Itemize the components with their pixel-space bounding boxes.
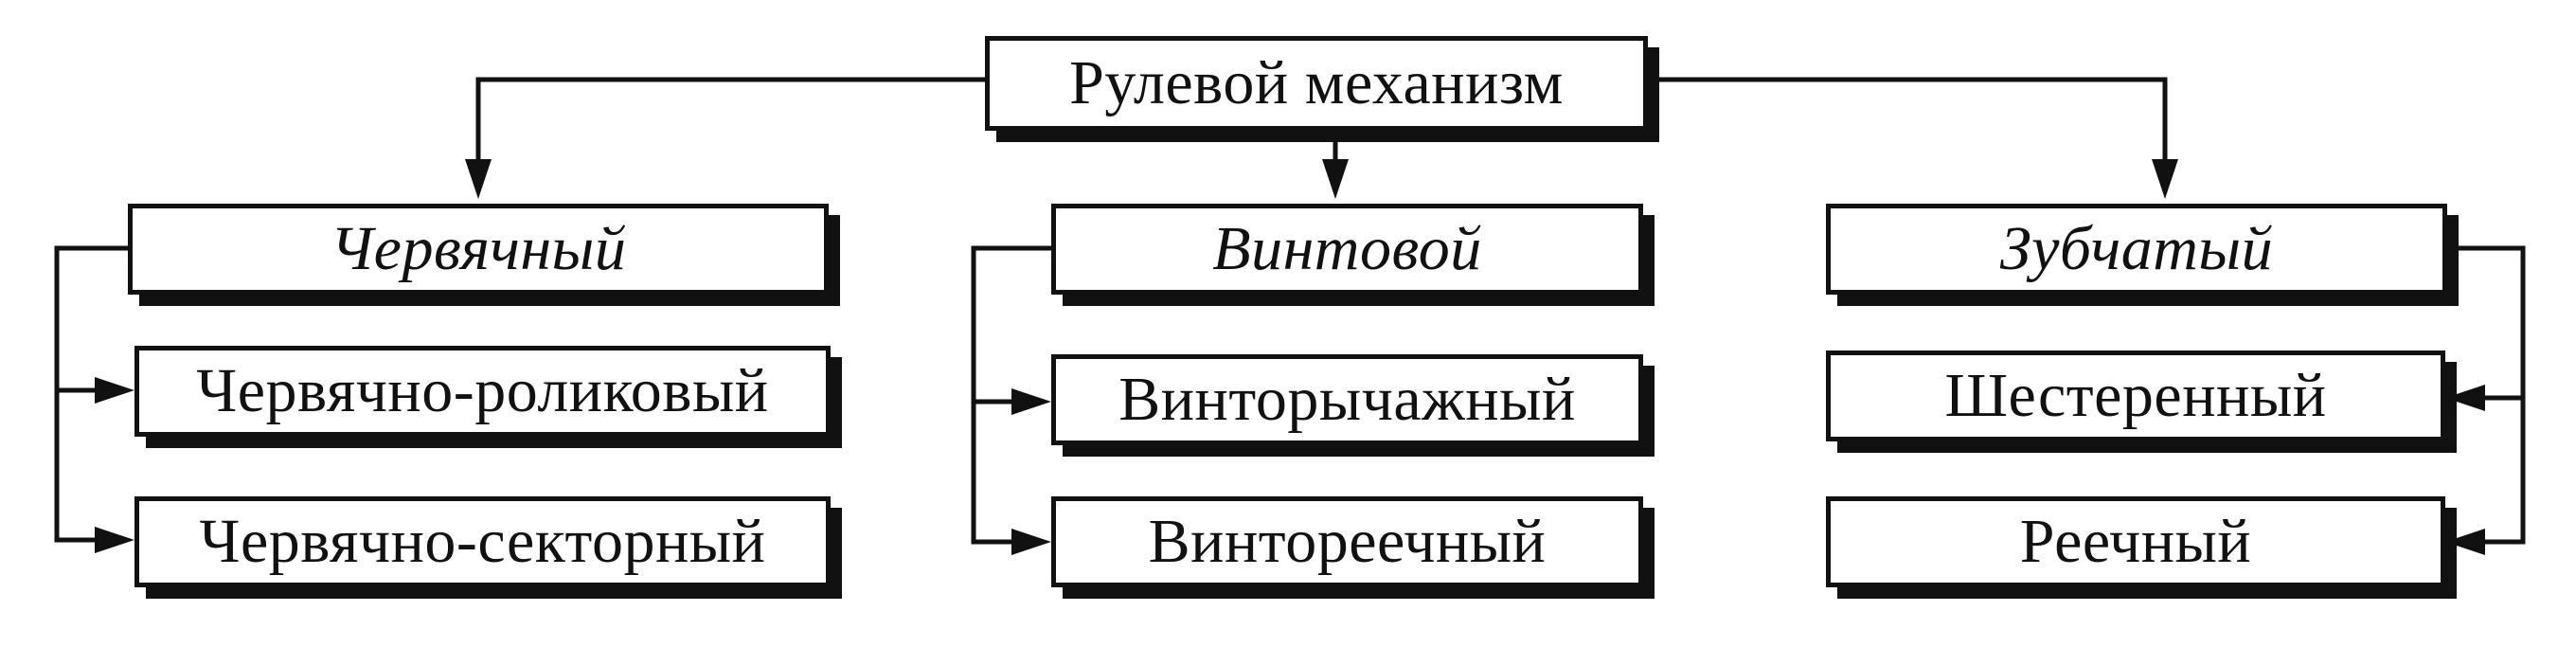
child-label-gear-rack: Реечный: [2019, 507, 2252, 576]
child-label-worm-sector: Червячно-секторный: [199, 507, 766, 576]
category-label-gear: Зубчатый: [1999, 214, 2274, 283]
arrow-head-right-child-1: [2445, 385, 2485, 411]
category-label-worm: Червячный: [330, 214, 627, 283]
child-box-worm-sector: Червячно-секторный: [134, 496, 831, 587]
arrow-head-left-category: [465, 159, 492, 199]
category-box-screw: Винтовой: [1051, 204, 1643, 295]
child-box-screw-lever: Винторычажный: [1051, 354, 1643, 445]
arrow-head-left-child-2: [95, 527, 134, 553]
child-label-screw-rack: Винтореечный: [1148, 507, 1547, 576]
root-label: Рулевой механизм: [1069, 48, 1564, 117]
connector-root-to-left: [475, 77, 985, 178]
child-label-worm-roller: Червячно-роликовый: [196, 356, 769, 425]
connector-root-to-right: [1648, 77, 2168, 178]
arrow-head-right-category: [2152, 159, 2178, 199]
child-label-gear-pinion: Шестеренный: [1944, 361, 2327, 430]
arrow-head-middle-child-1: [1011, 388, 1051, 415]
arrow-head-right-child-2: [2445, 529, 2485, 555]
root-box: Рулевой механизм: [985, 36, 1648, 131]
child-box-gear-pinion: Шестеренный: [1826, 350, 2445, 441]
category-box-gear: Зубчатый: [1826, 204, 2447, 295]
child-box-gear-rack: Реечный: [1826, 496, 2445, 587]
arrow-head-middle-child-2: [1011, 529, 1051, 555]
category-label-screw: Винтовой: [1212, 214, 1482, 283]
child-label-screw-lever: Винторычажный: [1118, 365, 1576, 434]
arrow-head-middle-category: [1322, 159, 1349, 199]
child-box-worm-roller: Червячно-роликовый: [134, 346, 831, 437]
child-box-screw-rack: Винтореечный: [1051, 496, 1643, 587]
arrow-head-left-child-1: [95, 377, 134, 404]
category-box-worm: Червячный: [128, 204, 829, 295]
